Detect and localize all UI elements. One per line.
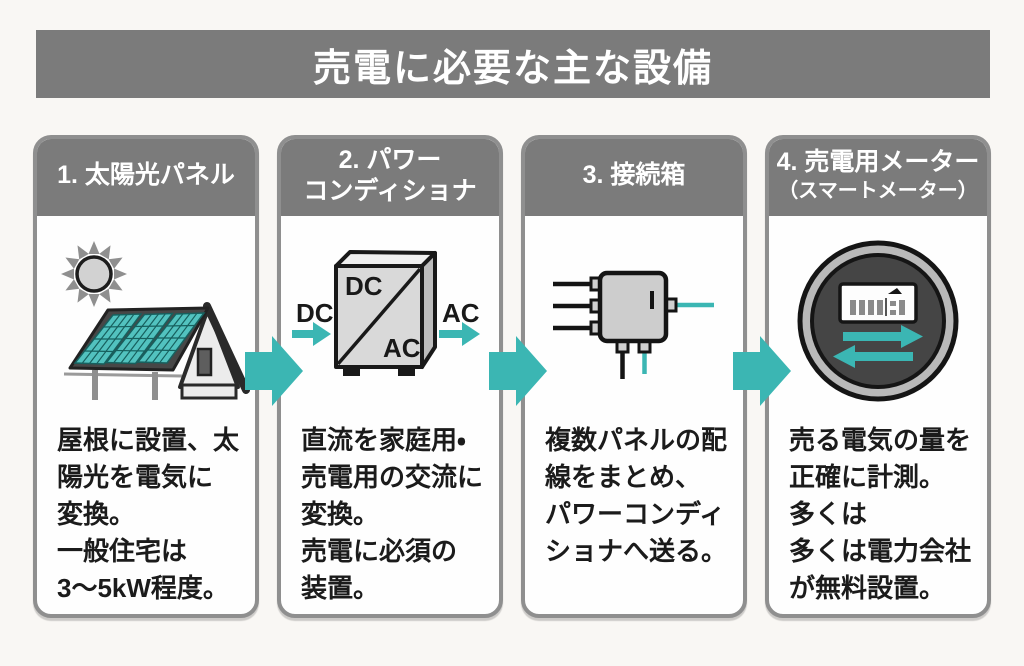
card-description: 直流を家庭用・ 売電用の交流に 変換。 売電に必須の 装置。 — [301, 425, 484, 603]
card-description: 複数パネルの配 線をまとめ、 パワーコンディ ショナへ送る。 — [545, 425, 728, 566]
ac-out-label: AC — [442, 298, 480, 328]
bidirectional-flow-arrows-icon — [833, 325, 923, 368]
power-conditioner-icon: DC AC DC AC — [292, 250, 480, 376]
card-junction-box-header: 3. 接続箱 — [525, 139, 743, 216]
card-solar-panel: 1. 太陽光パネル — [33, 135, 259, 618]
card-title-line1: 2. パワー — [338, 145, 442, 174]
sun-icon — [61, 241, 127, 307]
card-smart-meter-header: 4. 売電用メーター （スマートメーター） — [769, 139, 987, 216]
dc-internal-label: DC — [345, 271, 383, 301]
card-title-line1: 4. 売電用メーター — [776, 148, 980, 176]
dc-in-arrow-icon — [292, 322, 331, 346]
card-junction-box-icon-area — [525, 216, 743, 418]
card-solar-panel-header: 1. 太陽光パネル — [37, 139, 255, 216]
junction-box-icon — [553, 270, 714, 379]
ac-out-arrow-icon — [439, 322, 480, 346]
solar-roof-house — [63, 302, 250, 400]
card-title-line2: （スマートメーター） — [778, 180, 978, 202]
card-smart-meter: 4. 売電用メーター （スマートメーター） — [765, 135, 991, 618]
card-power-conditioner: 2. パワー コンディショナ DC AC DC AC 直流を家庭用・ 売電用の交… — [277, 135, 503, 618]
card-smart-meter-icon-area — [769, 216, 987, 418]
title-bar: 売電に必要な主な設備 — [36, 30, 990, 98]
card-title: 3. 接続箱 — [582, 161, 686, 189]
card-junction-box: 3. 接続箱 複数パネルの配 線をまとめ、 パワーコンディ ショナへ送る。 — [521, 135, 747, 618]
card-description: 屋根に設置、太 陽光を電気に 変換。 一般住宅は 3〜5kW程度。 — [57, 425, 240, 603]
smart-meter-icon — [797, 240, 959, 402]
card-title-line2: コンディショナ — [303, 176, 477, 205]
flow-arrow-icon — [489, 336, 547, 406]
page-title: 売電に必要な主な設備 — [312, 47, 713, 90]
card-description: 売る電気の量を 正確に計測。 多くは 多くは電力会社 が無料設置。 — [789, 425, 972, 603]
flow-arrow-icon — [733, 336, 791, 406]
card-power-conditioner-icon-area: DC AC DC AC — [281, 216, 499, 418]
dc-in-label: DC — [296, 298, 334, 328]
card-power-conditioner-header: 2. パワー コンディショナ — [281, 139, 499, 216]
flow-arrow-icon — [245, 336, 303, 406]
card-solar-panel-icon-area — [37, 216, 255, 418]
card-title: 1. 太陽光パネル — [57, 161, 235, 189]
ac-internal-label: AC — [383, 333, 421, 363]
solar-panel-house-icon — [61, 241, 250, 400]
meter-digits — [850, 298, 905, 316]
